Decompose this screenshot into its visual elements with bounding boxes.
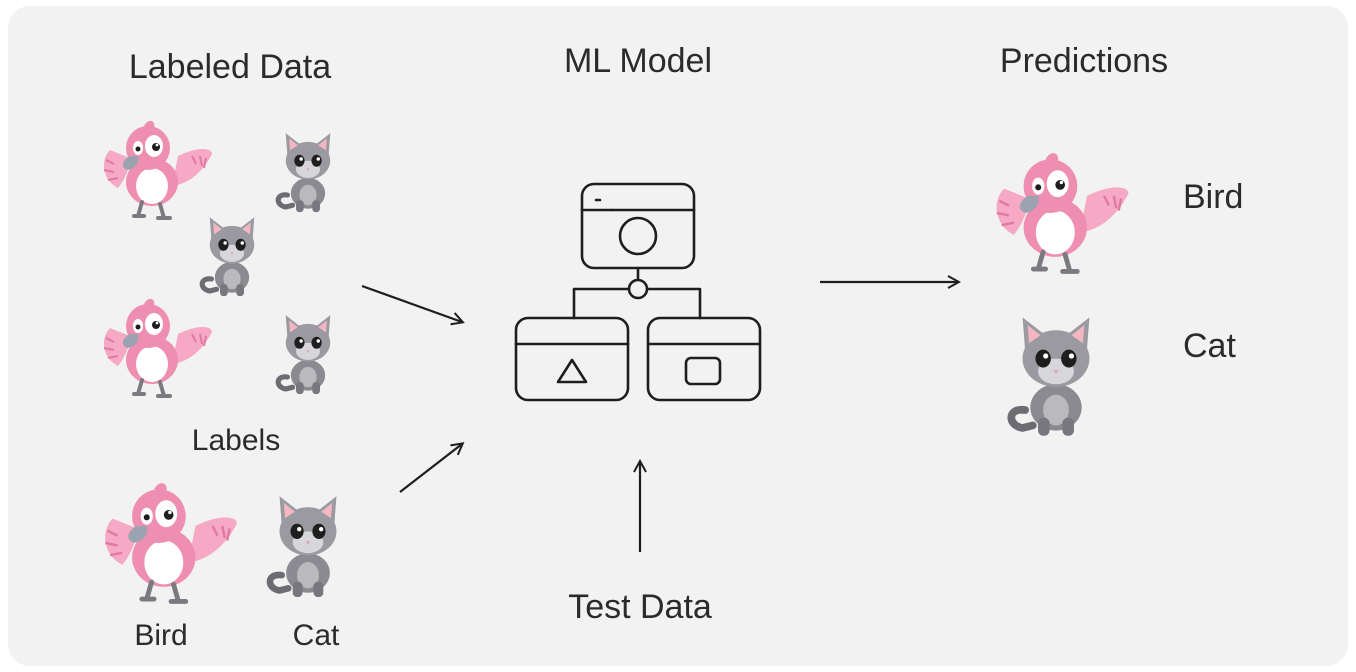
arrow-icon [399,444,462,493]
test-data-heading: Test Data [568,588,712,626]
labels-heading: Labels [191,424,281,457]
label-cat: Cat [292,619,340,652]
prediction-cat-label: Cat [1183,327,1236,365]
label-bird: Bird [134,619,188,652]
arrow-icon [361,284,462,322]
prediction-bird-label: Bird [1183,178,1244,216]
ml-model-icon [514,182,762,402]
predictions-heading: Predictions [999,42,1169,80]
ml-model-heading: ML Model [563,42,713,80]
diagram-panel [8,6,1348,666]
labeled-data-heading: Labeled Data [128,48,332,86]
